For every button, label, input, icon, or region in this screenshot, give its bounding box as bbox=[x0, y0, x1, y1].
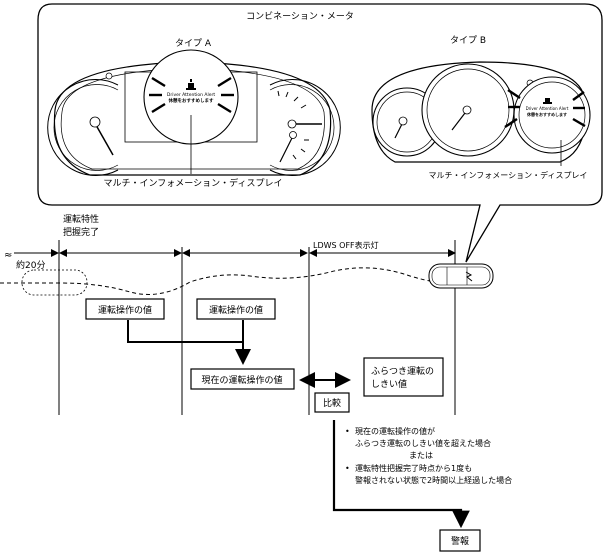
break-mark-icon: ≈ bbox=[4, 250, 12, 261]
type-a-outline bbox=[53, 61, 332, 176]
type-a-screen-line2: 休憩をおすすめします bbox=[168, 97, 214, 104]
type-a-left-gauge bbox=[47, 79, 119, 176]
type-b-display-label: マルチ・インフォメーション・ディスプレイ bbox=[428, 170, 587, 180]
cluster-type-b: タイプ B Driver Attention Alert 休憩をおすすめします bbox=[371, 35, 591, 180]
value-box-1 bbox=[85, 298, 165, 320]
type-b-label: タイプ B bbox=[450, 35, 486, 46]
type-a-label: タイプ A bbox=[175, 38, 212, 49]
coffee-cup-icon bbox=[186, 79, 196, 90]
value-box-2 bbox=[196, 298, 276, 320]
current-value-box bbox=[190, 368, 295, 390]
threshold-box-line1: ふらつき運転の bbox=[371, 366, 434, 377]
type-b-screen-line2: 休憩をおすすめします bbox=[526, 111, 567, 117]
svg-text:•: • bbox=[345, 427, 350, 436]
timeline: 運転特性 把握完了 ≈ LDWS OFF表示灯 約20分 bbox=[0, 213, 494, 415]
ghost-car-icon bbox=[21, 269, 88, 296]
gauge-ticks bbox=[277, 90, 309, 160]
approx-duration-label: 約20分 bbox=[16, 259, 45, 271]
flow: 運転操作の値 運転操作の値 現在の運転操作の値 ふらつき運転の しきい値 比較 … bbox=[85, 298, 512, 552]
compare-box bbox=[314, 392, 350, 413]
callout-balloon bbox=[37, 3, 603, 263]
value-box-2-label: 運転操作の値 bbox=[209, 304, 263, 316]
alarm-box-label: 警報 bbox=[451, 535, 469, 547]
value-box-1-label: 運転操作の値 bbox=[98, 304, 152, 316]
alert-flash-marks bbox=[504, 89, 586, 128]
condition-2-line2: 警報されない状態で2時間以上経過した場合 bbox=[355, 475, 512, 485]
current-value-box-label: 現在の運転操作の値 bbox=[201, 374, 282, 386]
type-a-right-gauge bbox=[269, 79, 341, 176]
start-label-line2: 把握完了 bbox=[63, 226, 99, 238]
callout-title: コンビネーション・メータ bbox=[246, 11, 354, 22]
ldws-off-label: LDWS OFF表示灯 bbox=[313, 240, 379, 250]
cluster-type-a: タイプ A Driver Attention Alert 休憩をおすすめします bbox=[47, 38, 341, 189]
driving-path bbox=[0, 267, 461, 295]
condition-2-line1: 運転特性把握完了時点から1度も bbox=[355, 463, 472, 473]
conditions: • 現在の運転操作の値が ふらつき運転のしきい値を超えた場合 または • 運転特… bbox=[345, 426, 512, 485]
or-label: または bbox=[409, 451, 433, 460]
type-b-display-gauge bbox=[513, 76, 591, 154]
type-b-outline bbox=[371, 61, 587, 163]
coffee-cup-icon bbox=[543, 98, 552, 104]
condition-1-line2: ふらつき運転のしきい値を超えた場合 bbox=[355, 438, 491, 448]
threshold-box bbox=[363, 357, 444, 397]
compare-box-label: 比較 bbox=[323, 397, 341, 409]
start-label-line1: 運転特性 bbox=[63, 213, 99, 225]
alarm-box bbox=[439, 529, 481, 552]
threshold-box-line2: しきい値 bbox=[371, 378, 407, 390]
type-a-display-label: マルチ・インフォメーション・ディスプレイ bbox=[104, 177, 283, 189]
svg-text:•: • bbox=[345, 464, 350, 473]
type-b-screen-line1: Driver Attention Alert bbox=[526, 106, 569, 111]
condition-1-line1: 現在の運転操作の値が bbox=[355, 426, 435, 436]
type-a-screen-line1: Driver Attention Alert bbox=[167, 92, 215, 98]
car-icon bbox=[428, 263, 494, 289]
alert-flash-marks bbox=[149, 76, 234, 114]
alarm-arrow bbox=[332, 420, 470, 529]
